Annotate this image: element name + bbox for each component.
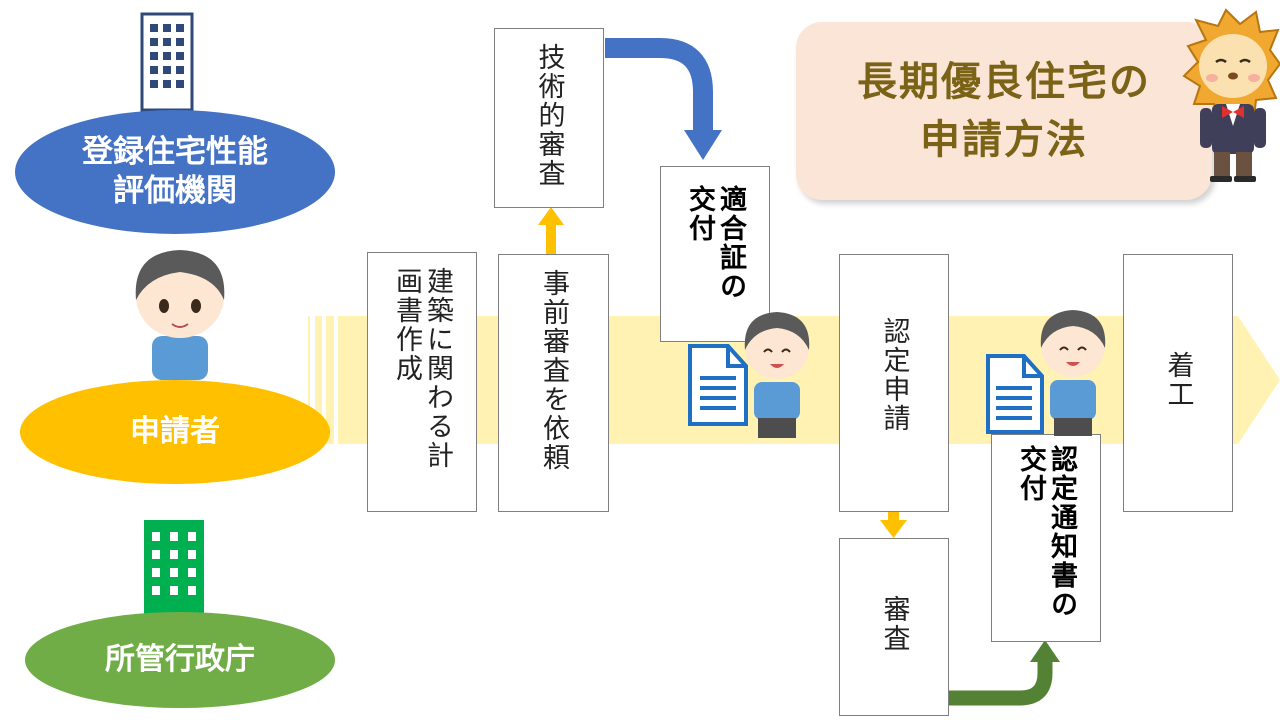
step-tech-review-label: 技術的審査 xyxy=(533,43,565,188)
step-request-label: 事前審査を依頼 xyxy=(538,269,570,472)
blue-arrowhead xyxy=(684,130,722,160)
timeline-stripe xyxy=(334,316,338,444)
timeline-stripe xyxy=(310,316,315,444)
step-request: 事前審査を依頼 xyxy=(498,254,609,512)
step-notice: 認定通知書の交付 xyxy=(991,434,1101,642)
step-review-label: 審査 xyxy=(878,595,910,653)
step-certificate: 適合証の交付 xyxy=(660,166,770,342)
yellow-arrowhead xyxy=(880,520,907,538)
blue-curved-arrow xyxy=(605,38,713,132)
timeline-stripe xyxy=(322,316,326,444)
step-start-label: 着工 xyxy=(1162,351,1194,409)
green-arrowhead xyxy=(1030,640,1060,662)
step-tech-review: 技術的審査 xyxy=(494,28,604,208)
yellow-arrowhead xyxy=(538,207,564,225)
step-review: 審査 xyxy=(839,538,949,716)
actor-government: 所管行政庁 xyxy=(25,612,335,708)
step-certificate-label: 適合証の交付 xyxy=(684,185,747,301)
step-application-label: 認定申請 xyxy=(878,317,910,433)
step-application: 認定申請 xyxy=(839,254,949,512)
step-start: 着工 xyxy=(1123,254,1233,512)
step-plan: 建築に関わる計画書作成 xyxy=(367,252,477,512)
step-plan-label: 建築に関わる計画書作成 xyxy=(391,267,454,470)
actor-evaluator: 登録住宅性能 評価機関 xyxy=(15,110,335,234)
page-title: 長期優良住宅の 申請方法 xyxy=(857,59,1151,163)
actor-applicant: 申請者 xyxy=(20,380,330,484)
step-notice-label: 認定通知書の交付 xyxy=(1015,445,1078,619)
yellow-up-arrow xyxy=(546,222,556,256)
green-curved-arrow xyxy=(948,660,1053,706)
title-panel: 長期優良住宅の 申請方法 xyxy=(796,22,1212,200)
